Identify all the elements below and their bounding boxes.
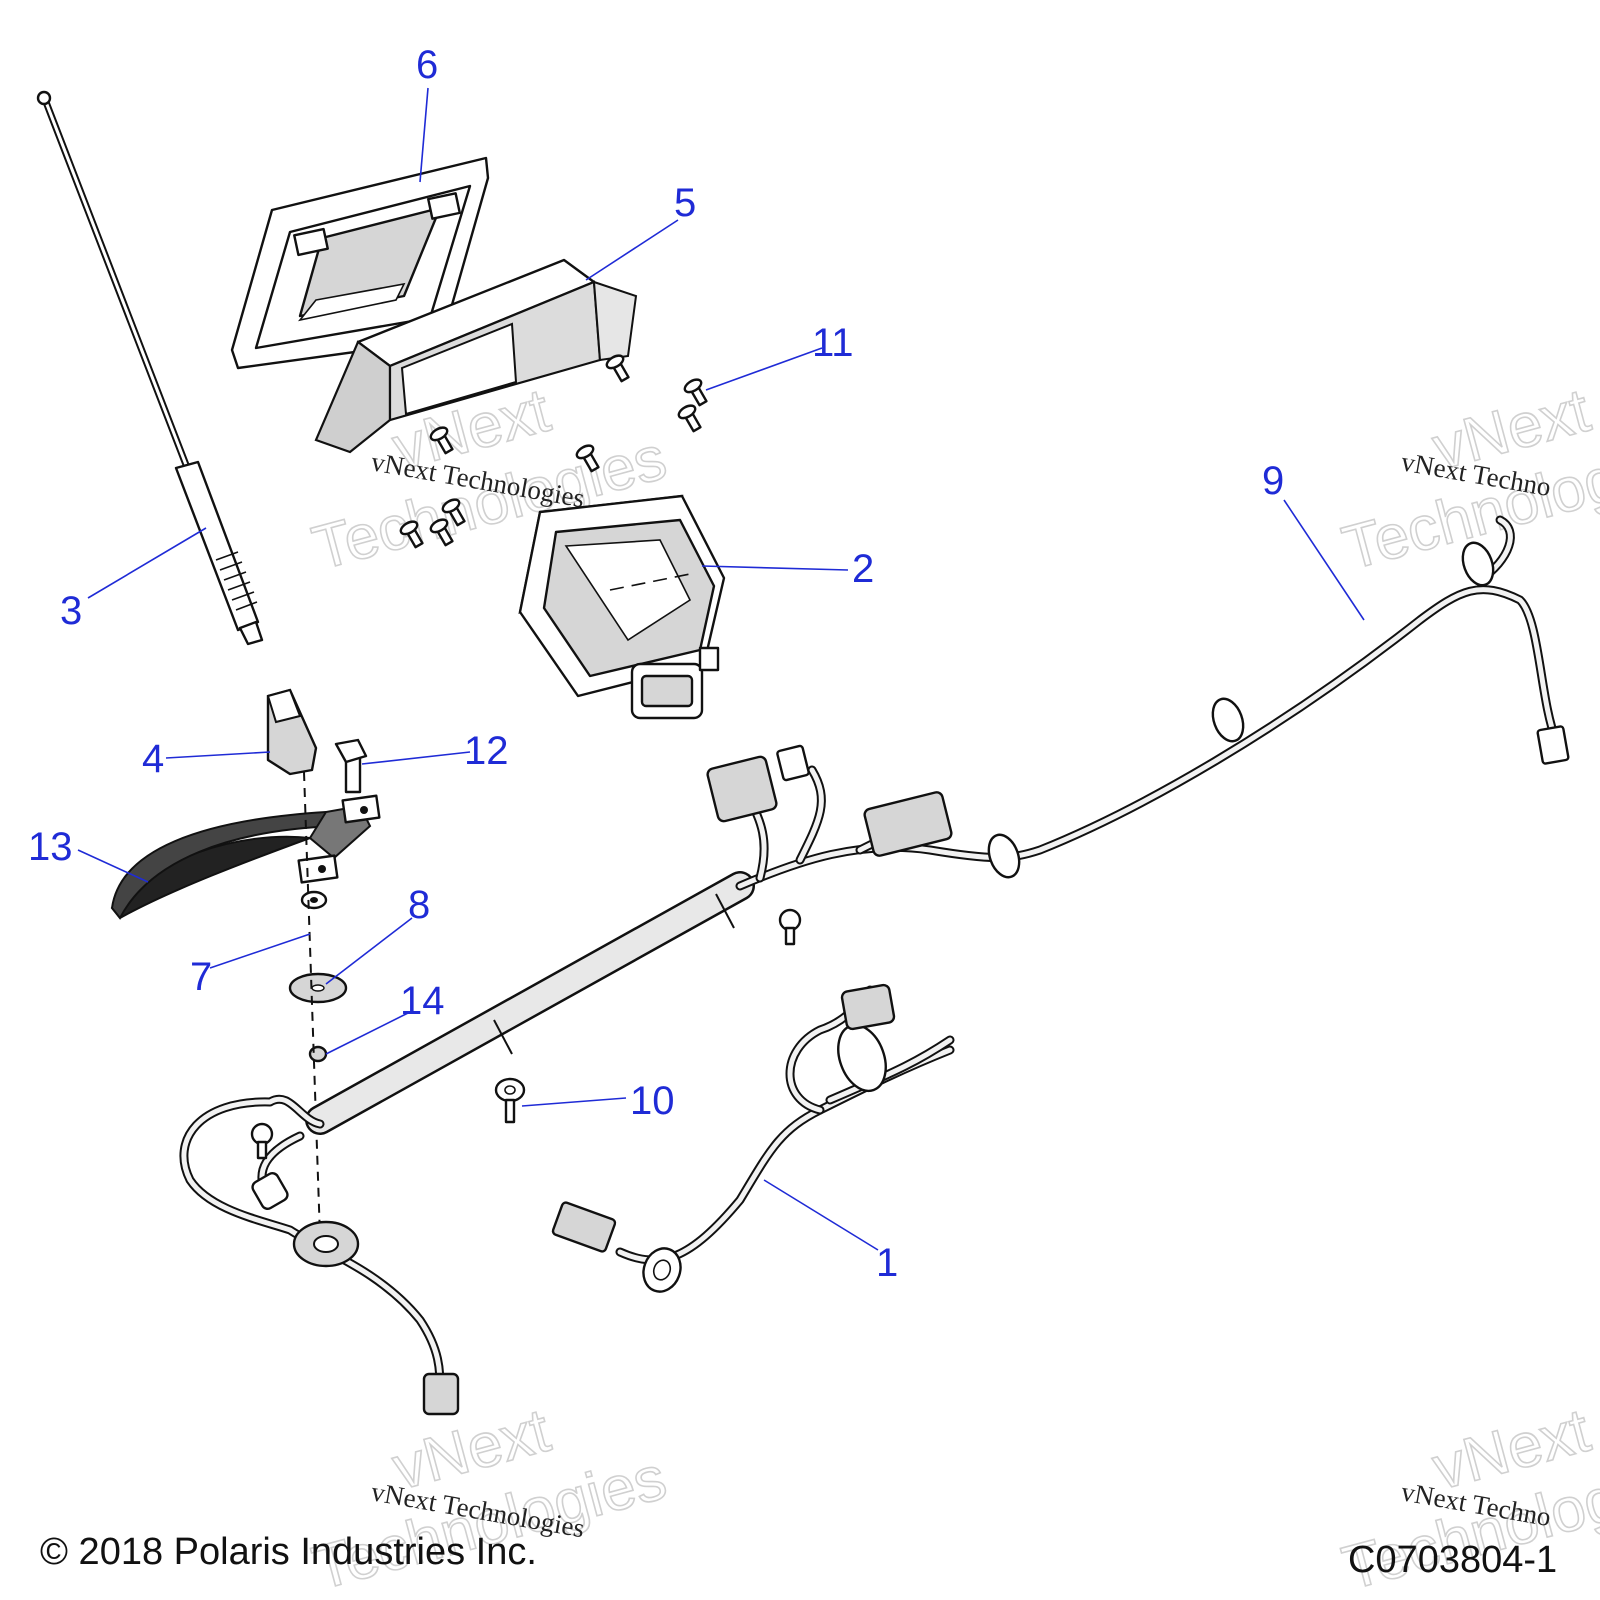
leader-11 — [705, 347, 823, 391]
screws-part — [399, 354, 708, 549]
callout-9: 9 — [1262, 459, 1284, 503]
leader-12 — [361, 751, 471, 765]
callout-12: 12 — [464, 729, 509, 773]
callout-13: 13 — [28, 825, 73, 869]
harness-clip-part — [494, 1077, 526, 1124]
callout-4: 4 — [142, 737, 164, 781]
figure-code: C0703804-1 — [1348, 1539, 1557, 1581]
antenna-part — [36, 90, 264, 646]
leader-10 — [521, 1097, 627, 1107]
leader-8 — [325, 917, 413, 985]
callout-6: 6 — [416, 43, 438, 87]
leader-13 — [77, 849, 149, 883]
leader-3 — [87, 527, 207, 599]
sensor-harness-part — [551, 983, 955, 1293]
leader-14 — [325, 1011, 411, 1055]
callout-2: 2 — [852, 547, 874, 591]
callout-5: 5 — [674, 181, 696, 225]
leader-9 — [1283, 499, 1365, 621]
bezel-part — [230, 156, 490, 370]
leader-5 — [585, 219, 679, 281]
antenna-mount-part — [266, 688, 318, 776]
flat-washer-part — [288, 972, 348, 1004]
callout-10: 10 — [630, 1079, 675, 1123]
bracket-part — [314, 258, 638, 454]
callout-3: 3 — [60, 589, 82, 633]
copyright-text: © 2018 Polaris Industries Inc. — [40, 1531, 537, 1573]
leader-1 — [763, 1179, 879, 1251]
lock-washer-part — [300, 890, 328, 910]
leader-4 — [165, 751, 271, 759]
harness-part — [179, 515, 1570, 1416]
callout-7: 7 — [190, 955, 212, 999]
bolt-part — [334, 738, 368, 794]
leader-7 — [209, 933, 311, 969]
leader-2 — [701, 565, 849, 571]
callout-8: 8 — [408, 883, 430, 927]
callout-14: 14 — [400, 979, 445, 1023]
leader-lines — [77, 87, 1365, 1251]
assembly-axis-line — [303, 771, 321, 1237]
display-unit-part — [518, 494, 726, 720]
nut-part — [308, 1045, 328, 1063]
ground-strap-part — [110, 794, 381, 920]
callout-11: 11 — [812, 321, 854, 365]
callout-labels: 6 5 11 2 3 4 12 13 7 8 14 10 1 9 — [28, 43, 1284, 1285]
leader-6 — [419, 87, 429, 183]
callout-1: 1 — [876, 1241, 898, 1285]
